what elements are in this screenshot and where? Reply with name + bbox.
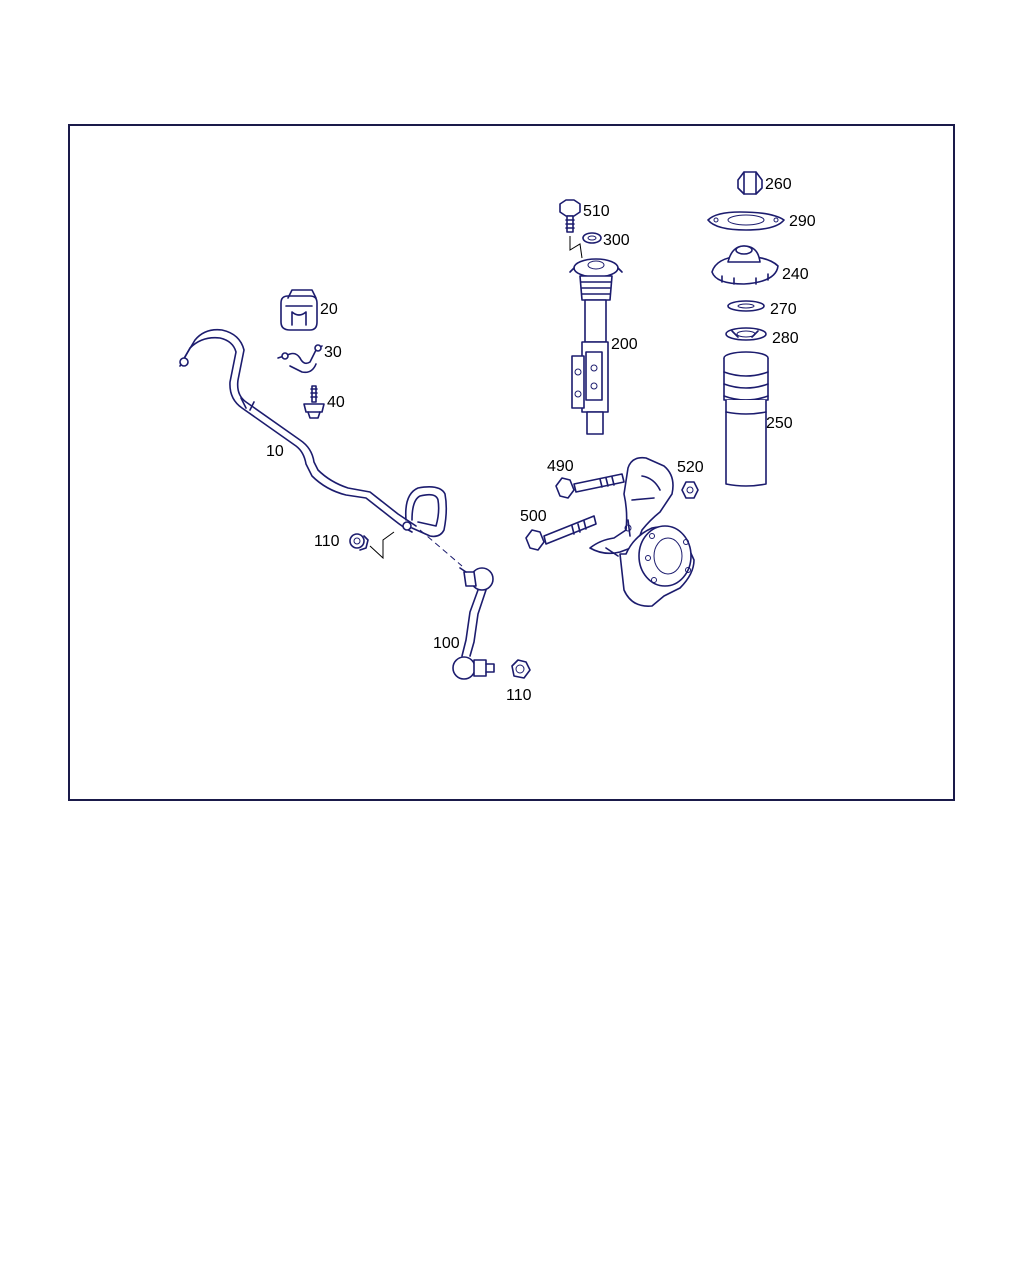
label-20: 20 [320,301,338,318]
label-250: 250 [766,415,793,432]
part-280-spring-pad [725,327,767,341]
part-520-nut [681,481,699,499]
part-290-plate [707,211,785,231]
label-200: 200 [611,336,638,353]
label-500: 500 [520,508,547,525]
label-510: 510 [583,203,610,220]
label-280: 280 [772,330,799,347]
part-110-nut-lower [511,659,531,679]
label-40: 40 [327,394,345,411]
label-270: 270 [770,301,797,318]
part-510-bolt [559,199,583,259]
part-30-bracket [277,344,323,374]
part-100-link-rod [452,567,495,680]
part-250-dust-boot [723,351,769,487]
label-110-upper: 110 [314,533,340,550]
part-200-strut [569,258,623,435]
label-260: 260 [765,176,792,193]
label-10: 10 [266,443,284,460]
part-40-bolt [303,385,325,419]
label-110-lower: 110 [506,687,532,704]
part-260-nut [737,171,763,195]
callout-labels: 10 20 30 40 100 110 110 200 240 250 260 … [266,176,816,704]
label-300: 300 [603,232,630,249]
part-490-bolt [555,473,625,499]
label-490: 490 [547,458,574,475]
part-500-bolt [525,515,597,551]
part-270-ring [727,300,765,312]
label-290: 290 [789,213,816,230]
label-520: 520 [677,459,704,476]
label-30: 30 [324,344,342,361]
label-240: 240 [782,266,809,283]
label-100: 100 [433,635,460,652]
part-10-stabilizer-bar [179,328,463,567]
part-240-strut-mount [711,245,779,285]
part-20-bushing [280,289,318,331]
part-110-nut-upper [349,531,395,560]
steering-knuckle [589,456,695,607]
diagram-frame [68,124,955,801]
part-300-washer [582,232,602,244]
